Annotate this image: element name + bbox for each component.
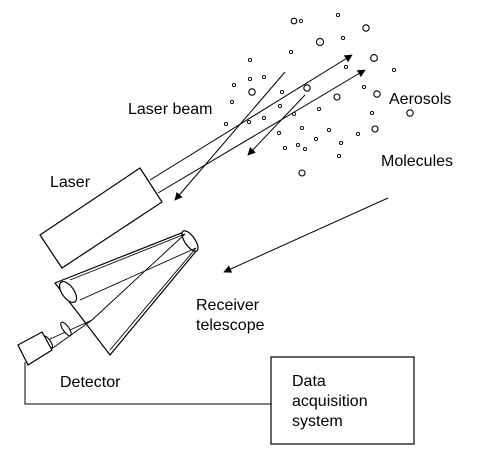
molecule-particle <box>355 131 361 137</box>
signal-cable <box>24 362 271 405</box>
molecule-particle <box>340 35 346 41</box>
laser-beam-lower <box>157 69 366 194</box>
ray-1 <box>69 233 186 281</box>
molecule-particle <box>335 12 341 18</box>
daq-label-line3: system <box>292 413 343 430</box>
aerosol-particle <box>373 90 381 98</box>
aerosol-particle <box>362 24 370 32</box>
molecule-particle <box>261 74 267 80</box>
molecule-particle <box>391 67 397 73</box>
laser-label: Laser <box>50 174 91 191</box>
molecule-return-arrow <box>223 197 389 273</box>
backscatter-arrow-right <box>247 94 306 156</box>
ray-3 <box>79 247 197 301</box>
secondary-mirror <box>181 230 199 252</box>
aerosol-particle <box>298 169 306 177</box>
molecule-particle <box>246 119 252 125</box>
molecule-particle <box>229 99 235 105</box>
molecule-particle <box>247 76 253 82</box>
aerosol-particle <box>371 125 379 133</box>
molecule-particle <box>223 121 229 127</box>
molecule-particle <box>326 127 332 133</box>
laser-box <box>39 167 163 269</box>
daq-label-line2: acquisition <box>292 393 368 410</box>
aerosol-particle <box>370 54 378 62</box>
aerosol-particle <box>406 109 414 117</box>
molecule-particle <box>247 57 253 63</box>
aerosol-particle <box>248 88 256 96</box>
molecule-particle <box>298 18 304 24</box>
ray-4 <box>109 247 197 351</box>
detector-label: Detector <box>60 374 121 391</box>
detector-box <box>17 331 53 366</box>
molecule-particle <box>336 153 342 159</box>
receiver-telescope <box>47 230 199 356</box>
molecule-particle <box>295 142 301 148</box>
data-acquisition-box <box>270 356 415 445</box>
molecule-particle <box>316 106 322 112</box>
molecule-particle <box>338 140 344 146</box>
molecule-particle <box>231 82 237 88</box>
daq-label-line1: Data <box>292 373 326 390</box>
molecule-particle <box>276 130 282 136</box>
molecule-particle <box>291 111 297 117</box>
molecules-label: Molecules <box>381 153 453 170</box>
molecule-particle <box>343 64 349 70</box>
molecule-particle <box>299 125 305 131</box>
molecule-particle <box>313 136 319 142</box>
molecule-particle <box>288 49 294 55</box>
molecule-particle <box>279 89 285 95</box>
molecule-particle <box>277 103 283 109</box>
molecule-particle <box>302 146 308 152</box>
aerosol-particle <box>290 17 298 25</box>
aerosols-label: Aerosols <box>389 91 451 108</box>
backscatter-arrow-left <box>174 71 286 201</box>
receiver-telescope-label-line2: telescope <box>196 317 265 334</box>
molecule-particle <box>282 145 288 151</box>
molecule-particle <box>261 115 267 121</box>
molecule-particle <box>361 84 367 90</box>
laser-beam-label: Laser beam <box>128 101 213 118</box>
molecule-particle <box>369 110 375 116</box>
lens <box>60 321 72 337</box>
primary-mirror <box>58 280 78 304</box>
aerosol-particle <box>333 93 341 101</box>
receiver-telescope-label-line1: Receiver <box>196 297 260 314</box>
aerosol-particle <box>315 37 325 47</box>
ray-2 <box>91 233 186 321</box>
laser-beam-upper <box>149 54 353 181</box>
particle-field <box>223 12 414 177</box>
aerosol-particle <box>303 84 311 92</box>
